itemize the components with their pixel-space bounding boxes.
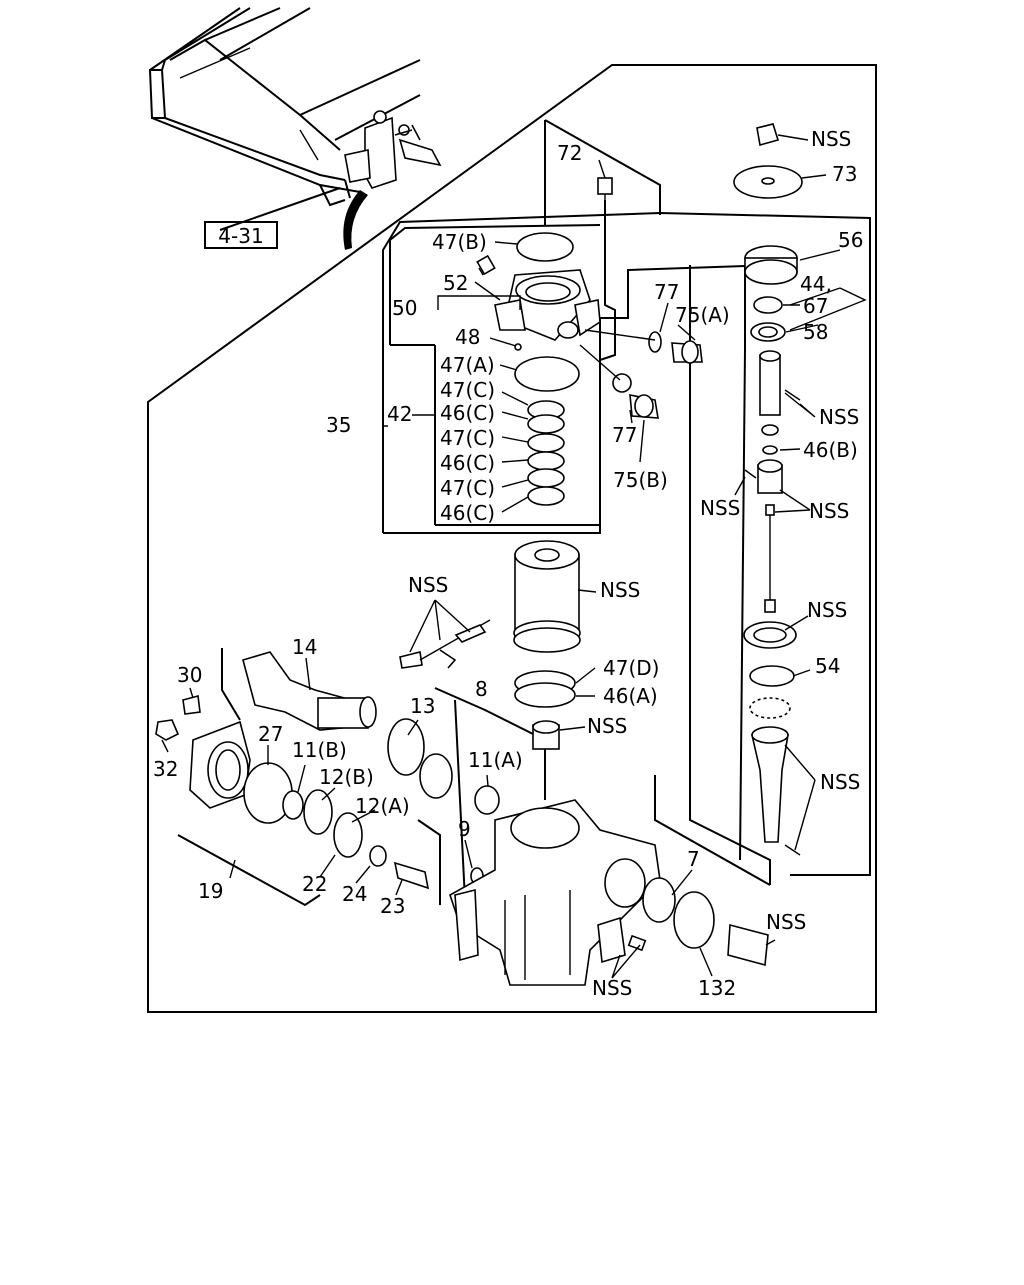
label-72: 72: [557, 141, 582, 165]
label-77a: 77: [654, 280, 679, 304]
label-27: 27: [258, 722, 283, 746]
label-nss-sleeve: NSS: [809, 499, 849, 523]
label-nss-plug: NSS: [587, 714, 627, 738]
callout-labels: NSS 73 72 56 47(B) 52 50 48 77 75(A) 44,…: [153, 127, 863, 1000]
label-19: 19: [198, 879, 223, 903]
label-nss-cap: NSS: [766, 910, 806, 934]
label-47c-2: 47(C): [440, 426, 495, 450]
fittings-75: [579, 329, 703, 419]
label-58: 58: [803, 320, 828, 344]
label-44: 44,: [800, 272, 832, 296]
label-77b: 77: [612, 423, 637, 447]
label-9: 9: [458, 817, 471, 841]
oil-filter-cap-group: [476, 177, 613, 351]
label-47d: 47(D): [603, 656, 659, 680]
label-67: 67: [803, 294, 828, 318]
reference-box: 4-31: [204, 221, 278, 249]
label-75a: 75(A): [675, 303, 730, 327]
label-56: 56: [838, 228, 863, 252]
label-52: 52: [443, 271, 468, 295]
label-13: 13: [410, 694, 435, 718]
label-11b: 11(B): [292, 738, 347, 762]
worm-shaft-column: [733, 123, 803, 856]
label-46b: 46(B): [803, 438, 858, 462]
label-32: 32: [153, 757, 178, 781]
label-47c-3: 47(C): [440, 476, 495, 500]
label-14: 14: [292, 635, 317, 659]
label-nss-piston-pins: NSS: [408, 573, 448, 597]
label-11a: 11(A): [468, 748, 523, 772]
gear-housing: [449, 799, 769, 986]
label-nss-top: NSS: [811, 127, 851, 151]
label-24: 24: [342, 882, 367, 906]
label-46c-3: 46(C): [440, 501, 495, 525]
label-nss-pin: NSS: [700, 496, 740, 520]
label-47a: 47(A): [440, 353, 495, 377]
label-22: 22: [302, 872, 327, 896]
leader-lines: [161, 134, 867, 979]
label-nss-screw: NSS: [819, 405, 859, 429]
label-46c-2: 46(C): [440, 451, 495, 475]
seal-ring-stack: [514, 356, 580, 506]
label-47c-1: 47(C): [440, 378, 495, 402]
label-75b: 75(B): [613, 468, 668, 492]
label-nss-bottom: NSS: [592, 976, 632, 1000]
label-23: 23: [380, 894, 405, 918]
label-12b: 12(B): [319, 765, 374, 789]
label-132: 132: [698, 976, 736, 1000]
label-48: 48: [455, 325, 480, 349]
label-54: 54: [815, 654, 840, 678]
label-nss-worm: NSS: [820, 770, 860, 794]
label-12a: 12(A): [355, 794, 410, 818]
power-piston-group: [399, 540, 581, 750]
label-46c-1: 46(C): [440, 401, 495, 425]
label-50: 50: [392, 296, 417, 320]
label-30: 30: [177, 663, 202, 687]
diagram-border: [147, 64, 877, 1013]
label-35: 35: [326, 413, 351, 437]
sector-shaft-group: [155, 651, 500, 890]
label-42: 42: [387, 402, 412, 426]
label-8: 8: [475, 677, 488, 701]
vehicle-frame-illustration: [148, 7, 442, 250]
label-nss-piston: NSS: [600, 578, 640, 602]
label-46a: 46(A): [603, 684, 658, 708]
label-47b-top: 47(B): [432, 230, 487, 254]
reference-box-label: 4-31: [218, 224, 263, 248]
label-nss-ring: NSS: [807, 598, 847, 622]
label-73: 73: [832, 162, 857, 186]
label-7: 7: [687, 847, 700, 871]
